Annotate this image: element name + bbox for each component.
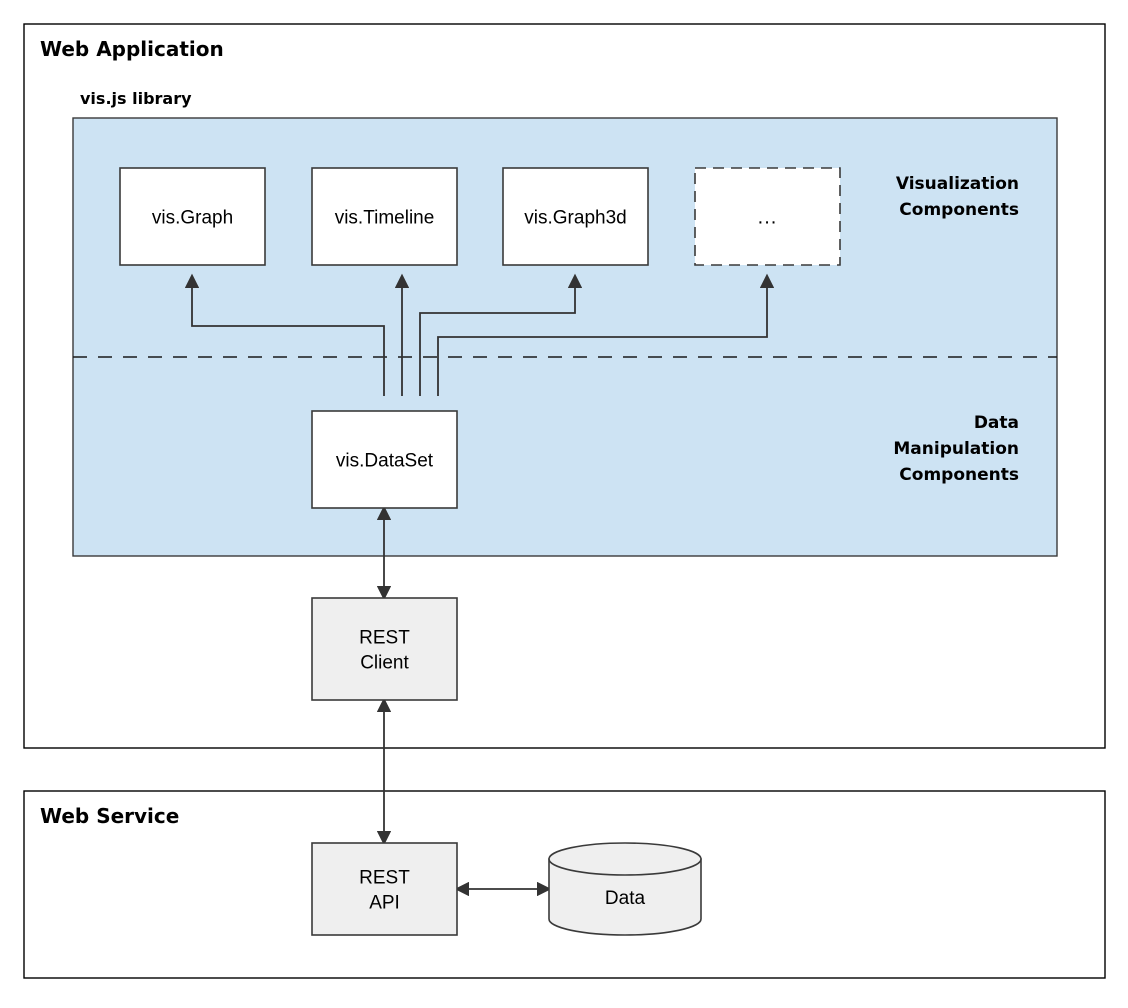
node-box-more-components: [694, 167, 841, 266]
data-manipulation-zone-label-line: Components: [899, 465, 1019, 485]
node-vis-graph[interactable]: vis.Graph: [119, 167, 266, 266]
node-rest-client[interactable]: REST Client: [311, 597, 458, 701]
node-label-vis-dataset: vis.DataSet: [336, 451, 434, 472]
node-label-vis-timeline: vis.Timeline: [335, 208, 435, 229]
node-label-rest-api: REST: [359, 868, 410, 889]
container-title-web-service: Web Service: [40, 804, 179, 828]
node-label-data-store: Data: [605, 888, 646, 909]
node-label-vis-graph3d: vis.Graph3d: [524, 208, 626, 229]
node-label-rest-client: REST: [359, 628, 410, 649]
data-manipulation-zone-label-line: Data: [974, 413, 1019, 433]
node-label-more-components: ...: [758, 207, 778, 229]
library-panel-layer: vis.js library: [72, 89, 1058, 557]
node-vis-dataset[interactable]: vis.DataSet: [311, 410, 458, 509]
node-box-vis-graph3d: [502, 167, 649, 266]
nodes-layer: vis.Graph vis.Timeline vis.Graph3d... vis.D…: [119, 167, 841, 936]
connectors-layer: [184, 273, 775, 897]
node-more-components[interactable]: ...: [694, 167, 841, 266]
cylinder-top-data-store: [548, 842, 702, 876]
node-label-rest-api: API: [369, 893, 400, 914]
container-title-web-application: Web Application: [40, 37, 224, 61]
visualization-zone-label-line: Components: [899, 200, 1019, 220]
node-rest-api[interactable]: REST API: [311, 842, 458, 936]
visualization-zone-label-line: Visualization: [896, 174, 1019, 194]
node-vis-timeline[interactable]: vis.Timeline: [311, 167, 458, 266]
node-label-vis-graph: vis.Graph: [152, 208, 233, 229]
connector-dataset-to-vis-graph3d: [419, 273, 583, 396]
node-box-rest-client: [311, 597, 458, 701]
data-manipulation-zone-label-line: Manipulation: [893, 439, 1019, 459]
node-box-vis-graph: [119, 167, 266, 266]
connector-dataset-to-vis-graph: [184, 273, 385, 396]
node-label-rest-client: Client: [360, 653, 409, 674]
node-box-vis-timeline: [311, 167, 458, 266]
connector-dataset-to-more-components: [437, 273, 775, 396]
node-vis-graph3d[interactable]: vis.Graph3d: [502, 167, 649, 266]
node-data-store[interactable]: Data: [548, 842, 702, 936]
node-box-vis-dataset: [311, 410, 458, 509]
cylinder-body-data-store: [548, 858, 702, 936]
node-box-rest-api: [311, 842, 458, 936]
zone-labels-layer: VisualizationComponentsDataManipulationC…: [893, 174, 1019, 485]
library-panel-title: vis.js library: [80, 89, 192, 108]
